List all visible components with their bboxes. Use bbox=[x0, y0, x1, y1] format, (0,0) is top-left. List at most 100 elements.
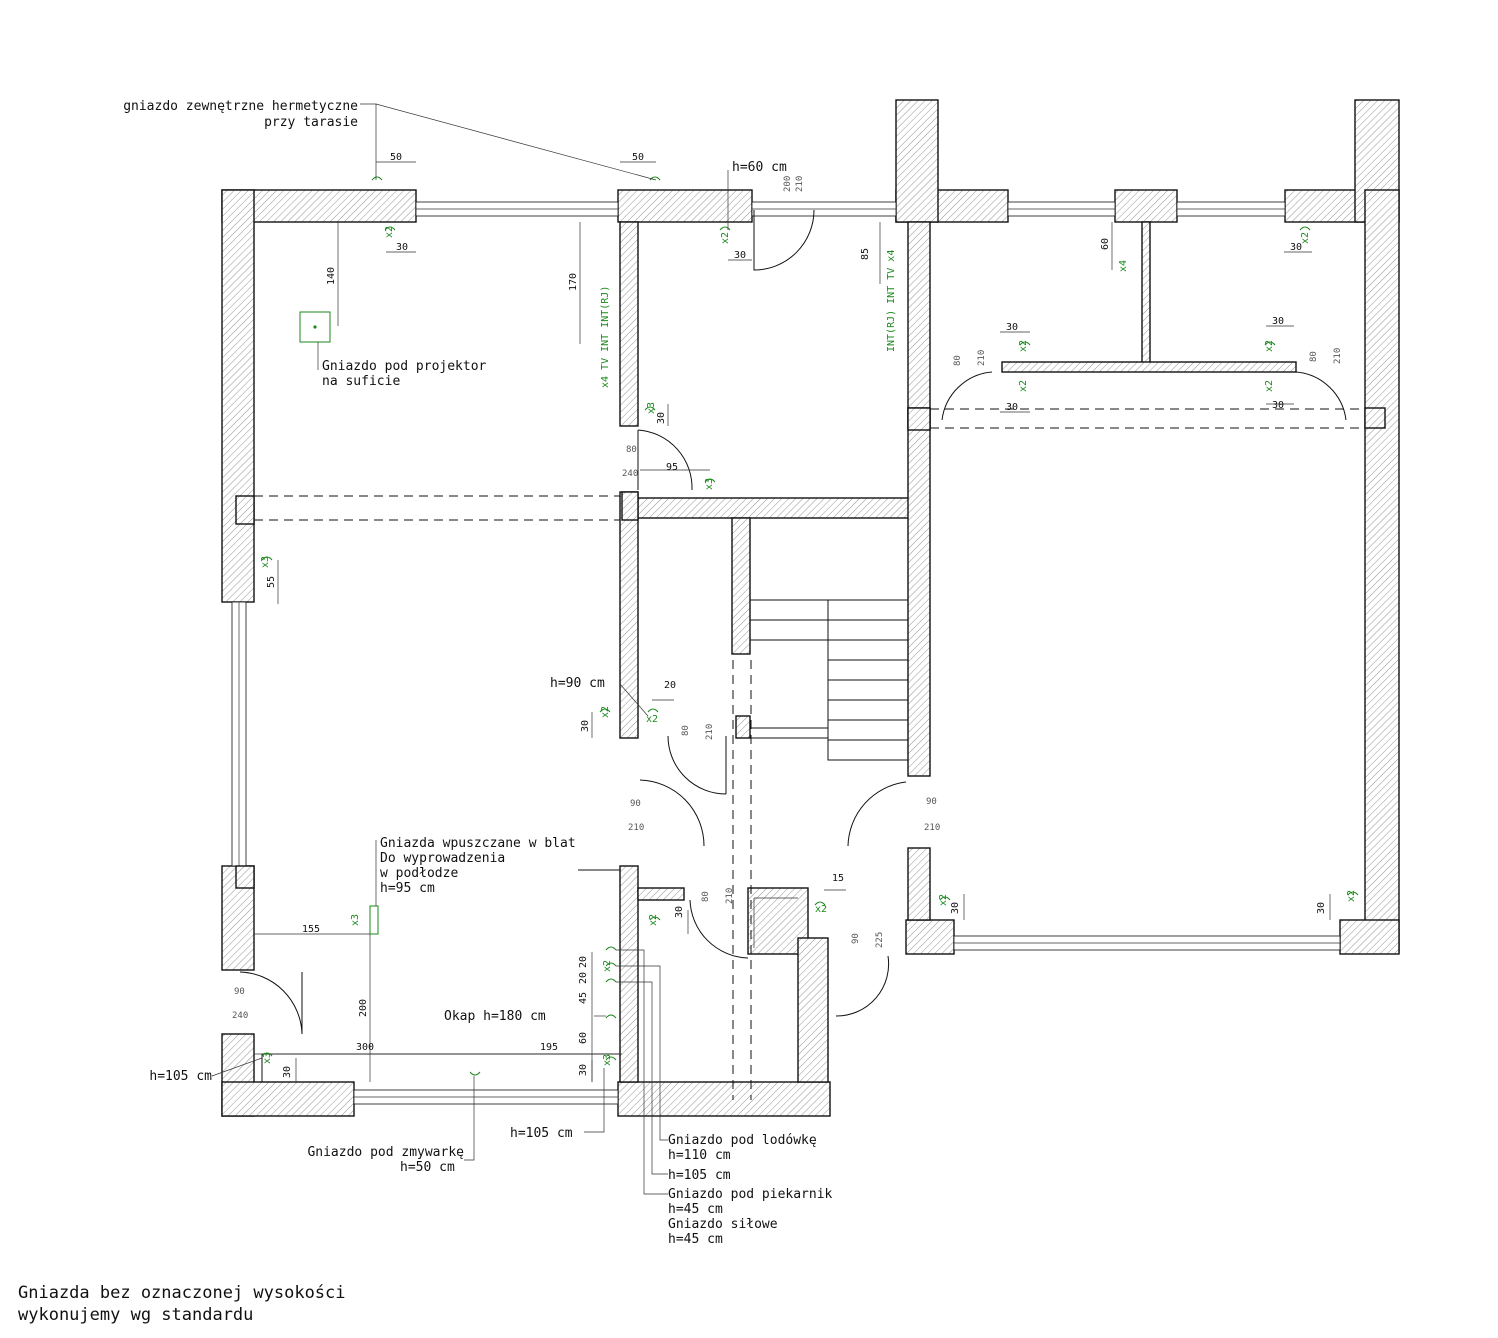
annotation-texts: gniazdo zewnętrzne hermetyczne przy tara… bbox=[18, 99, 833, 1325]
dim-45: 45 bbox=[578, 992, 589, 1004]
socket-count: x2 bbox=[1346, 890, 1357, 902]
h90-label: h=90 cm bbox=[550, 676, 605, 691]
dim-60-b: 60 bbox=[578, 1032, 589, 1044]
socket-count: x3 bbox=[602, 1054, 613, 1066]
socket-count: x3 bbox=[262, 1052, 273, 1064]
dim-15: 15 bbox=[832, 873, 844, 884]
socket-count: x2 bbox=[938, 894, 949, 906]
dim-55: 55 bbox=[266, 576, 277, 588]
door-3-width: 80 bbox=[953, 355, 963, 366]
fridge-label-1: Gniazdo pod lodówkę bbox=[668, 1133, 817, 1148]
door-2-width: 200 bbox=[783, 176, 793, 192]
dimension-lines bbox=[211, 103, 1331, 1195]
oven-label-4: h=45 cm bbox=[668, 1232, 723, 1247]
dim-30-g: 30 bbox=[1272, 400, 1284, 411]
dim-30-d: 30 bbox=[1006, 322, 1018, 333]
socket-count: x2 bbox=[648, 914, 659, 926]
oven-label-1: Gniazdo pod piekarnik bbox=[668, 1187, 833, 1202]
socket-count: x2 bbox=[1018, 340, 1029, 352]
counter-label-4: h=95 cm bbox=[380, 881, 435, 896]
door-3-height: 210 bbox=[977, 350, 987, 366]
socket-count: x2 bbox=[815, 904, 827, 915]
dim-140: 140 bbox=[326, 267, 337, 285]
door-8-width: 90 bbox=[851, 933, 861, 944]
door-7-height: 210 bbox=[705, 724, 715, 740]
door-10-height: 210 bbox=[725, 888, 735, 904]
projector-label-1: Gniazdo pod projektor bbox=[322, 359, 487, 374]
footer-note-1: Gniazda bez oznaczonej wysokości bbox=[18, 1283, 346, 1303]
door-6-width: 90 bbox=[926, 797, 937, 807]
door-1-width: 80 bbox=[626, 445, 637, 455]
dim-30-h: 30 bbox=[656, 412, 667, 424]
socket-count: x3 bbox=[260, 556, 271, 568]
windows bbox=[231, 201, 1341, 1105]
dim-30-c: 30 bbox=[1290, 242, 1302, 253]
dim-30-i: 30 bbox=[580, 720, 591, 732]
projector-label-2: na suficie bbox=[322, 374, 400, 389]
door-9-width: 90 bbox=[234, 987, 245, 997]
dim-195: 195 bbox=[540, 1042, 558, 1053]
dimension-numbers: 50 50 30 140 170 30 85 60 30 30 30 30 30… bbox=[266, 152, 1327, 1078]
door-7-width: 80 bbox=[681, 725, 691, 736]
socket-count: x3 bbox=[646, 402, 657, 414]
dim-20-c: 20 bbox=[578, 972, 589, 984]
counter-label-1: Gniazda wpuszczane w blat bbox=[380, 836, 576, 851]
dim-30-j: 30 bbox=[674, 906, 685, 918]
dim-170: 170 bbox=[568, 273, 579, 291]
dim-85: 85 bbox=[860, 248, 871, 260]
oven-label-2: h=45 cm bbox=[668, 1202, 723, 1217]
footer-note-2: wykonujemy wg standardu bbox=[18, 1305, 253, 1325]
h60-label: h=60 cm bbox=[732, 160, 787, 175]
dim-155: 155 bbox=[302, 924, 320, 935]
door-10-width: 80 bbox=[701, 891, 711, 902]
door-5-height: 210 bbox=[628, 823, 644, 833]
socket-count: x2 bbox=[1300, 232, 1311, 244]
dim-60-a: 60 bbox=[1100, 238, 1111, 250]
wall-left-upper bbox=[221, 189, 255, 603]
door-9-height: 240 bbox=[232, 1011, 248, 1021]
oven-label-3: Gniazdo siłowe bbox=[668, 1217, 778, 1232]
door-6-height: 210 bbox=[924, 823, 940, 833]
socket-count: x2 bbox=[1264, 380, 1275, 392]
dim-30-n: 30 bbox=[1316, 902, 1327, 914]
projector-socket-icon bbox=[299, 311, 331, 343]
counter-label-2: Do wyprowadzenia bbox=[380, 851, 505, 866]
dishwasher-label-1: Gniazdo pod zmywarkę bbox=[307, 1145, 464, 1160]
dim-200: 200 bbox=[358, 999, 369, 1017]
door-2-height: 210 bbox=[795, 176, 805, 192]
chimney-left bbox=[895, 99, 939, 223]
socket-count: x3 bbox=[704, 478, 715, 490]
door-size-labels: 80 240 200 210 80 210 80 210 80 210 90 2… bbox=[232, 176, 1343, 1021]
beams bbox=[254, 408, 1365, 1100]
dim-30-k: 30 bbox=[950, 902, 961, 914]
dim-300: 300 bbox=[356, 1042, 374, 1053]
dim-50-b: 50 bbox=[632, 152, 644, 163]
stairs bbox=[750, 599, 909, 761]
socket-icons bbox=[261, 176, 1359, 1076]
socket-count: x2 bbox=[600, 706, 611, 718]
dim-30-e: 30 bbox=[1272, 316, 1284, 327]
dim-30-a: 30 bbox=[396, 242, 408, 253]
h105-fridge-label: h=105 cm bbox=[668, 1168, 731, 1183]
exterior-walls bbox=[221, 99, 1400, 1117]
media-socket-group-left: x4 TV INT INT(RJ) bbox=[600, 286, 611, 388]
door-1-height: 240 bbox=[622, 469, 638, 479]
door-4-height: 210 bbox=[1333, 348, 1343, 364]
socket-count-labels: x2 x2 x2 x4 x2 x2 x2 x2 x3 x3 x3 x2 x2 x… bbox=[260, 226, 1357, 1066]
door-4-width: 80 bbox=[1309, 351, 1319, 362]
dim-30-l: 30 bbox=[282, 1066, 293, 1078]
door-5-width: 90 bbox=[630, 799, 641, 809]
outdoor-socket-label-1: gniazdo zewnętrzne hermetyczne bbox=[123, 99, 358, 114]
counter-label-3: w podłodze bbox=[380, 866, 458, 881]
hood-label: Okap h=180 cm bbox=[444, 1009, 546, 1024]
socket-count: x2 bbox=[602, 960, 613, 972]
h105-bottom-label: h=105 cm bbox=[510, 1126, 573, 1141]
dim-30-m: 30 bbox=[578, 1064, 589, 1076]
doors bbox=[239, 209, 1347, 1035]
socket-count: x3 bbox=[350, 914, 361, 926]
dim-20-b: 20 bbox=[578, 956, 589, 968]
socket-count: x2 bbox=[384, 226, 395, 238]
socket-count: x2 bbox=[1018, 380, 1029, 392]
dim-50-a: 50 bbox=[390, 152, 402, 163]
